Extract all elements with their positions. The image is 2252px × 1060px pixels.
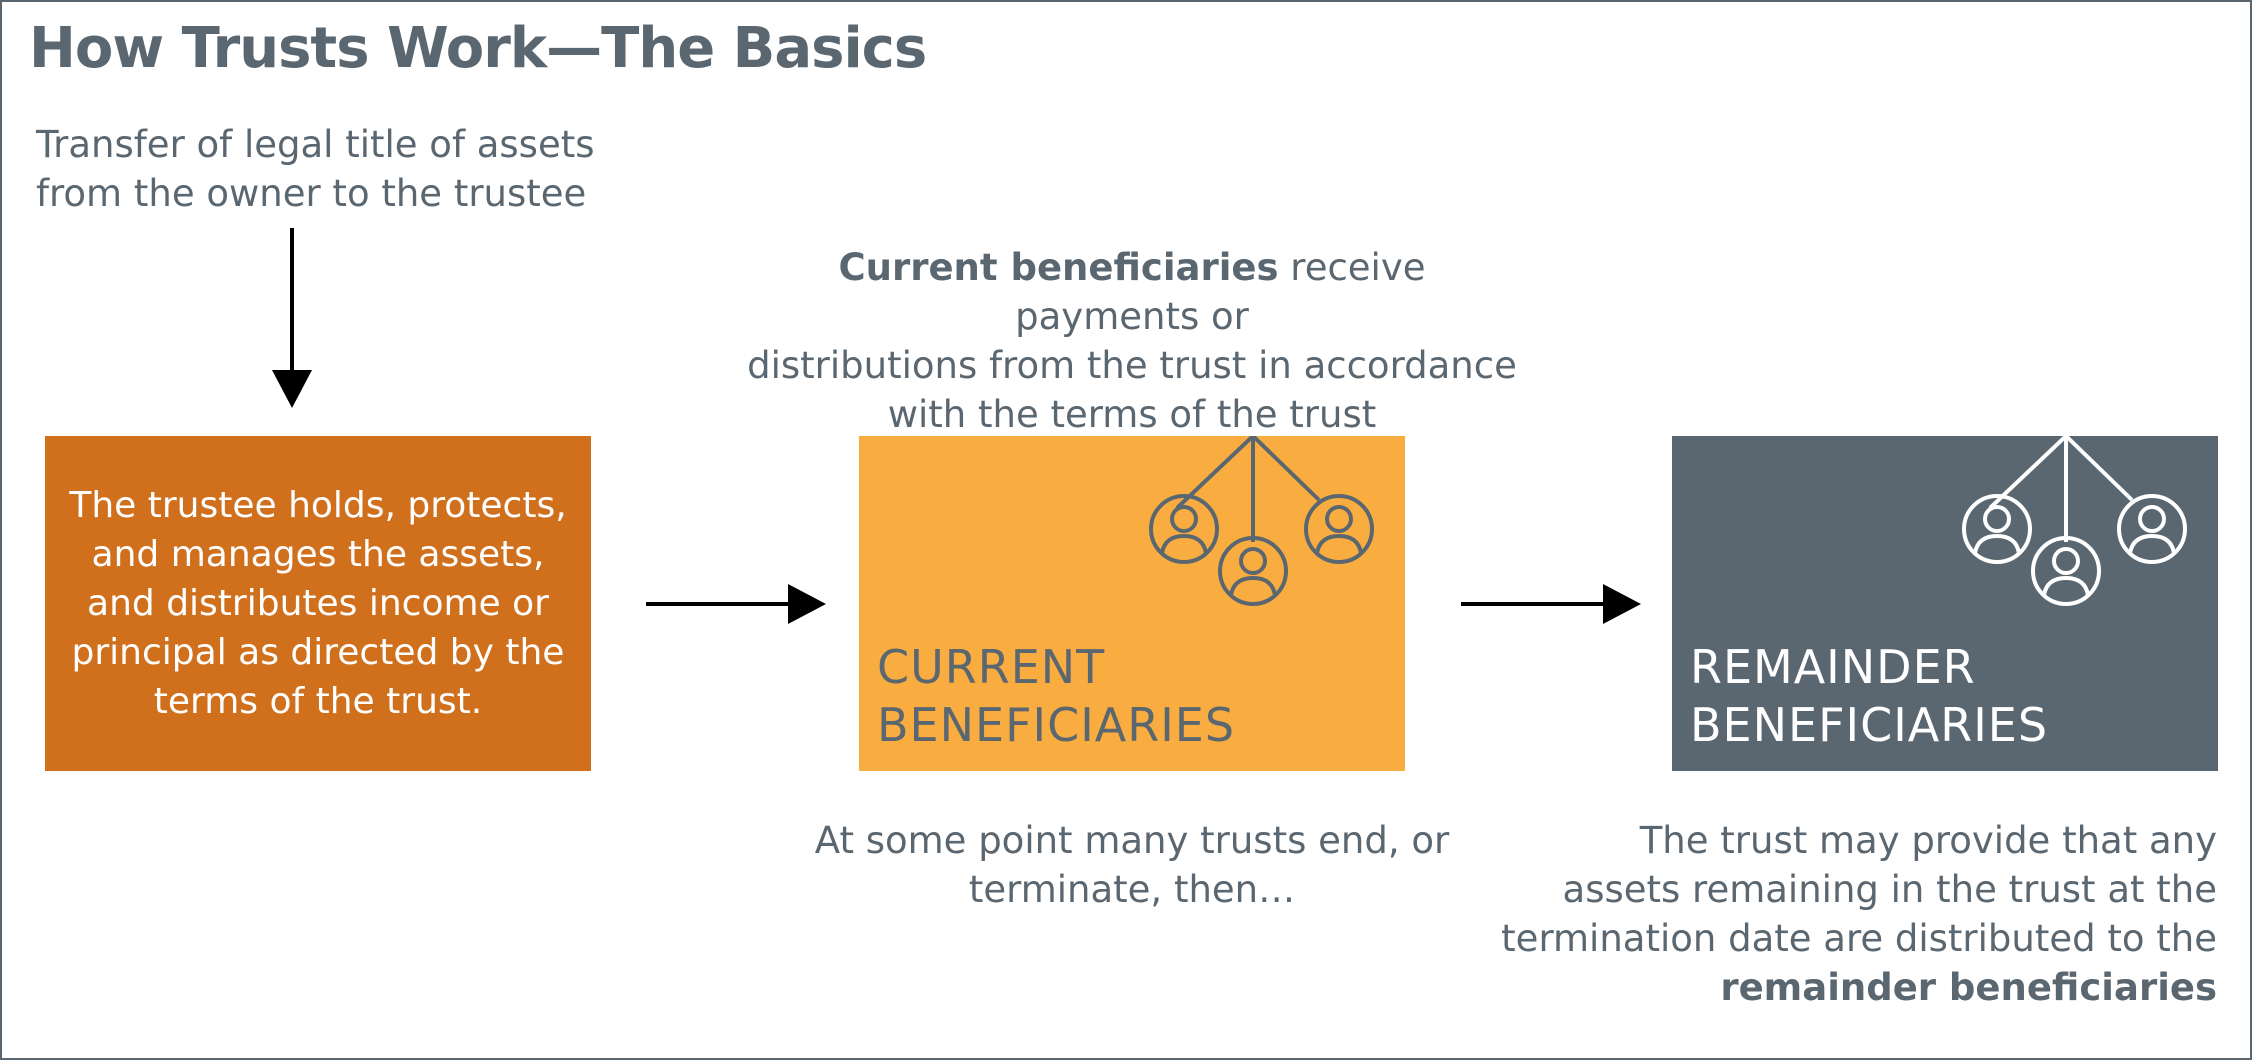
current-caption: Current beneficiaries receive payments o… bbox=[742, 243, 1522, 439]
trustee-box-line: principal as directed by the bbox=[71, 632, 565, 673]
trustee-box: The trustee holds, protects, and manages… bbox=[45, 436, 591, 771]
transfer-caption: Transfer of legal title of assets from t… bbox=[36, 120, 636, 218]
remainder-box-label-line: REMAINDER bbox=[1690, 640, 1976, 694]
arrow-right-icon bbox=[1461, 584, 1641, 624]
remainder-box-label-line: BENEFICIARIES bbox=[1690, 698, 2049, 752]
beneficiary-people-icon bbox=[1149, 436, 1374, 606]
transfer-caption-line: Transfer of legal title of assets bbox=[36, 123, 595, 166]
arrow-right-icon bbox=[646, 584, 826, 624]
person-icon bbox=[2117, 494, 2187, 564]
trustee-box-line: and distributes income or bbox=[87, 583, 549, 624]
trustee-box-line: terms of the trust. bbox=[153, 681, 483, 722]
remainder-caption: The trust may provide that any assets re… bbox=[1492, 816, 2217, 1012]
remainder-beneficiaries-box: REMAINDER BENEFICIARIES bbox=[1672, 436, 2218, 771]
person-icon bbox=[1962, 494, 2032, 564]
current-beneficiaries-box: CURRENT BENEFICIARIES bbox=[859, 436, 1405, 771]
person-icon bbox=[1218, 536, 1288, 606]
page-title: How Trusts Work—The Basics bbox=[29, 16, 927, 81]
current-box-label: CURRENT BENEFICIARIES bbox=[877, 638, 1397, 754]
trustee-box-text: The trustee holds, protects, and manages… bbox=[68, 481, 568, 726]
terminate-caption: At some point many trusts end, or termin… bbox=[792, 816, 1472, 914]
remainder-caption-line: assets remaining in the trust at the bbox=[1562, 868, 2217, 911]
current-box-label-line: BENEFICIARIES bbox=[877, 698, 1236, 752]
remainder-caption-line: remainder beneficiaries bbox=[1492, 963, 2217, 1012]
remainder-box-label: REMAINDER BENEFICIARIES bbox=[1690, 638, 2210, 754]
terminate-caption-line: terminate, then… bbox=[968, 868, 1296, 911]
remainder-caption-bold: remainder beneficiaries bbox=[1720, 966, 2217, 1009]
remainder-caption-line: The trust may provide that any bbox=[1639, 819, 2217, 862]
remainder-caption-line: termination date are distributed to the bbox=[1501, 917, 2217, 960]
beneficiary-people-icon bbox=[1962, 436, 2187, 606]
transfer-caption-line: from the owner to the trustee bbox=[36, 172, 587, 215]
current-caption-bold: Current beneficiaries bbox=[838, 246, 1279, 289]
trustee-box-line: and manages the assets, bbox=[91, 534, 545, 575]
terminate-caption-line: At some point many trusts end, or bbox=[814, 819, 1450, 862]
current-caption-rest: receive payments or bbox=[1015, 246, 1426, 338]
current-caption-line: with the terms of the trust bbox=[887, 393, 1377, 436]
trustee-box-line: The trustee holds, protects, bbox=[69, 485, 567, 526]
current-box-label-line: CURRENT bbox=[877, 640, 1106, 694]
person-icon bbox=[2031, 536, 2101, 606]
person-icon bbox=[1304, 494, 1374, 564]
arrow-down-icon bbox=[272, 228, 312, 408]
current-caption-line: Current beneficiaries receive payments o… bbox=[742, 243, 1522, 341]
person-icon bbox=[1149, 494, 1219, 564]
current-caption-line: distributions from the trust in accordan… bbox=[747, 344, 1517, 387]
